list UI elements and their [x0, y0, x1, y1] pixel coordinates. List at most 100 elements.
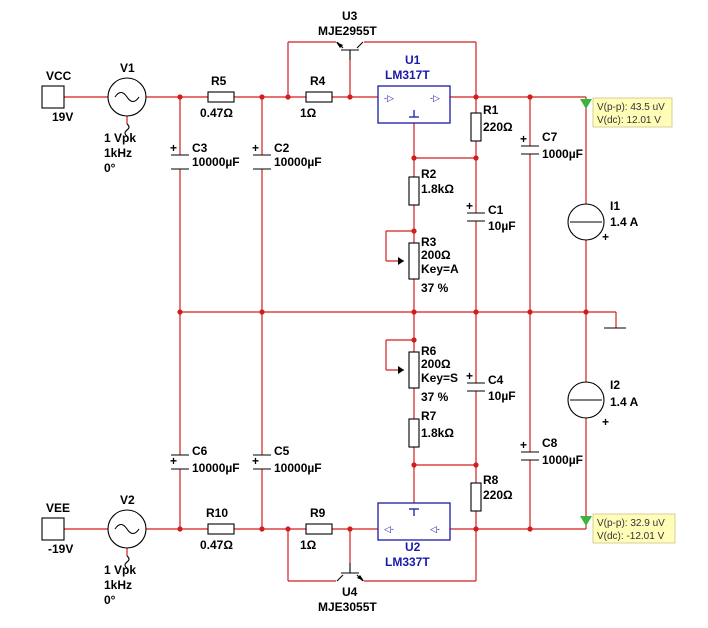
r10-name: R10	[206, 506, 228, 520]
resistor-r4[interactable]: R4 1Ω	[300, 74, 333, 120]
r5-value: 0.47Ω	[200, 106, 233, 120]
c3-name: C3	[192, 141, 208, 155]
c2-value: 10000µF	[274, 155, 322, 169]
resistor-r7[interactable]: R7 1.8kΩ	[408, 409, 454, 448]
i1-value: 1.4 A	[610, 215, 639, 229]
regulator-u1[interactable]: -▷ -▷ U1 LM317T	[377, 53, 451, 124]
r7-name: R7	[421, 409, 437, 423]
vcc-value: 19V	[52, 110, 73, 124]
v2-name: V2	[120, 493, 135, 507]
u3-name: U3	[342, 9, 358, 23]
u1-part: LM317T	[385, 68, 430, 82]
c1-polarity: +	[466, 199, 473, 213]
i1-polarity: +	[602, 230, 609, 244]
c2-polarity: +	[252, 141, 259, 155]
r1-value: 220Ω	[483, 120, 513, 134]
c1-name: C1	[488, 203, 504, 217]
resistor-r9[interactable]: R9 1Ω	[300, 506, 333, 552]
r2-value: 1.8kΩ	[421, 182, 454, 196]
capacitor-c1[interactable]: + C1 10µF	[466, 199, 516, 233]
capacitor-c7[interactable]: + C7 1000µF	[520, 130, 583, 161]
probe-bottom-vdc: V(dc): -12.01 V	[597, 531, 665, 542]
i1-name: I1	[610, 199, 620, 213]
u1-in-arrow-icon: -▷	[384, 93, 394, 103]
vee-name: VEE	[46, 501, 70, 515]
c2-name: C2	[274, 141, 290, 155]
regulator-u2[interactable]: ◁- ◁- U2 LM337T	[377, 502, 451, 569]
probe-bottom[interactable]: V(p-p): 32.9 uV V(dc): -12.01 V	[580, 513, 676, 544]
ac-source-v1[interactable]: V1 1 Vpk 1kHz 0°	[104, 61, 147, 175]
c7-value: 1000µF	[542, 147, 583, 161]
potentiometer-r3[interactable]: R3 200Ω Key=A 37 %	[398, 235, 459, 295]
r6-key: Key=S	[421, 371, 458, 385]
probe-bottom-vpp: V(p-p): 32.9 uV	[597, 518, 665, 529]
i2-name: I2	[610, 378, 620, 392]
c4-polarity: +	[466, 369, 473, 383]
r6-name: R6	[421, 344, 437, 358]
c4-value: 10µF	[488, 389, 516, 403]
r4-name: R4	[310, 74, 326, 88]
c3-value: 10000µF	[192, 155, 240, 169]
r9-name: R9	[310, 506, 326, 520]
ground-symbol[interactable]	[604, 312, 626, 329]
probe-top-vpp: V(p-p): 43.5 uV	[597, 102, 665, 113]
resistor-r2[interactable]: R2 1.8kΩ	[408, 167, 454, 206]
capacitor-c4[interactable]: + C4 10µF	[466, 369, 516, 403]
u4-part: MJE3055T	[318, 600, 377, 614]
junctions	[177, 94, 589, 532]
transistor-u3[interactable]: U3 MJE2955T	[318, 9, 377, 60]
current-source-i1[interactable]: + I1 1.4 A	[567, 199, 639, 244]
r9-value: 1Ω	[300, 538, 317, 552]
c3-polarity: +	[170, 141, 177, 155]
u2-in-arrow-icon: ◁-	[430, 524, 440, 534]
c7-polarity: +	[520, 132, 527, 146]
v1-name: V1	[120, 61, 135, 75]
u2-out-arrow-icon: ◁-	[384, 524, 394, 534]
u4-name: U4	[342, 585, 358, 599]
wires	[64, 41, 616, 582]
i2-value: 1.4 A	[610, 395, 639, 409]
c8-name: C8	[542, 436, 558, 450]
potentiometer-r6[interactable]: R6 200Ω Key=S 37 %	[398, 344, 458, 404]
c5-value: 10000µF	[274, 461, 322, 475]
u1-out-arrow-icon: -▷	[430, 93, 440, 103]
r2-name: R2	[421, 167, 437, 181]
capacitor-c6[interactable]: + C6 10000µF	[170, 444, 240, 475]
v2-phase: 0°	[104, 593, 116, 607]
r7-value: 1.8kΩ	[421, 426, 454, 440]
r3-percent: 37 %	[421, 281, 449, 295]
v1-amplitude: 1 Vpk	[104, 131, 136, 145]
r1-name: R1	[483, 103, 499, 117]
capacitor-c5[interactable]: + C5 10000µF	[252, 444, 322, 475]
current-source-i2[interactable]: + I2 1.4 A	[567, 378, 639, 429]
v2-amplitude: 1 Vpk	[104, 563, 136, 577]
vcc-source[interactable]: VCC 19V	[41, 69, 73, 124]
u1-name: U1	[405, 53, 421, 67]
capacitor-c8[interactable]: + C8 1000µF	[520, 436, 583, 467]
c1-value: 10µF	[488, 219, 516, 233]
probe-top[interactable]: V(p-p): 43.5 uV V(dc): 12.01 V	[580, 97, 673, 128]
c8-polarity: +	[520, 438, 527, 452]
i2-polarity: +	[602, 415, 609, 429]
resistor-r1[interactable]: R1 220Ω	[470, 103, 513, 142]
vee-source[interactable]: VEE -19V	[41, 501, 73, 556]
r3-key: Key=A	[421, 262, 459, 276]
capacitor-c3[interactable]: + C3 10000µF	[170, 141, 240, 170]
resistor-r8[interactable]: R8 220Ω	[470, 473, 513, 512]
resistor-r10[interactable]: R10 0.47Ω	[200, 506, 235, 552]
capacitor-c2[interactable]: + C2 10000µF	[252, 141, 322, 170]
r5-name: R5	[211, 74, 227, 88]
u3-part: MJE2955T	[318, 24, 377, 38]
ac-source-v2[interactable]: V2 1 Vpk 1kHz 0°	[104, 493, 147, 607]
resistor-r5[interactable]: R5 0.47Ω	[200, 74, 235, 120]
c6-polarity: +	[170, 454, 177, 468]
transistor-u4[interactable]: U4 MJE3055T	[318, 563, 377, 614]
c5-name: C5	[274, 444, 290, 458]
c5-polarity: +	[252, 454, 259, 468]
v1-phase: 0°	[104, 161, 116, 175]
u2-name: U2	[405, 540, 421, 554]
c8-value: 1000µF	[542, 453, 583, 467]
probe-top-vdc: V(dc): 12.01 V	[597, 115, 661, 126]
r10-value: 0.47Ω	[200, 538, 233, 552]
